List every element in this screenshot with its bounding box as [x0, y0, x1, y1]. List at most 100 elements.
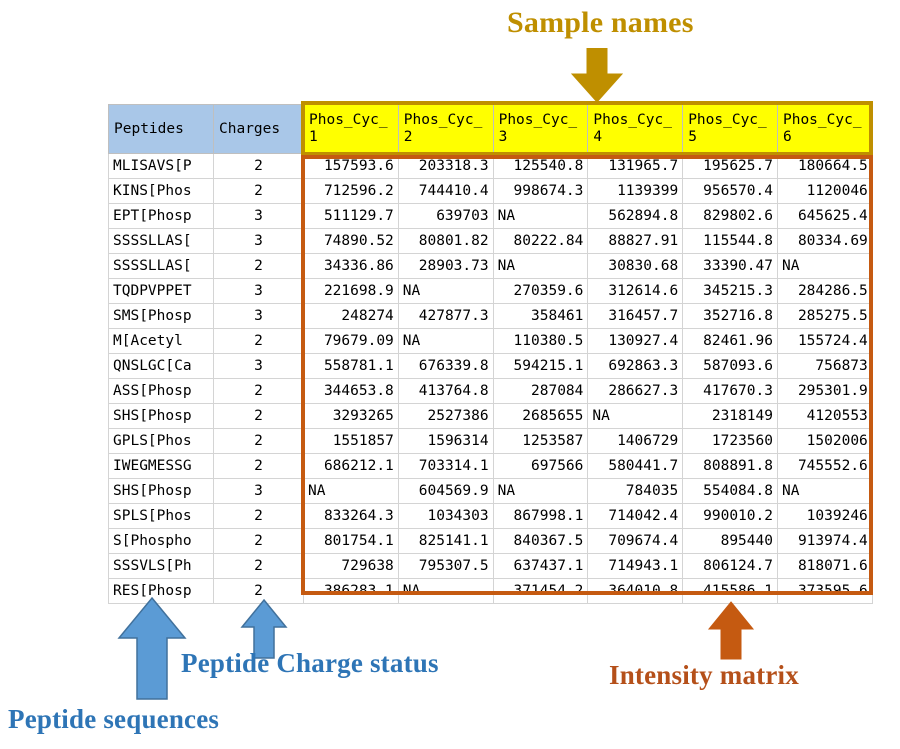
- cell-intensity-phos-cyc-6[interactable]: 80334.69: [776, 228, 873, 254]
- cell-intensity-phos-cyc-4[interactable]: 312614.6: [587, 278, 684, 304]
- cell-intensity-phos-cyc-5[interactable]: 990010.2: [682, 503, 778, 529]
- cell-intensity-phos-cyc-1[interactable]: 3293265: [303, 403, 399, 429]
- cell-peptide[interactable]: EPT[Phosp: [108, 203, 214, 229]
- cell-intensity-phos-cyc-3[interactable]: 358461: [492, 303, 589, 329]
- cell-charge[interactable]: 3: [213, 478, 304, 504]
- cell-intensity-phos-cyc-6[interactable]: 295301.9: [776, 378, 873, 404]
- cell-intensity-phos-cyc-1[interactable]: 686212.1: [303, 453, 399, 479]
- cell-charge[interactable]: 2: [213, 153, 304, 179]
- cell-charge[interactable]: 2: [213, 453, 304, 479]
- cell-intensity-phos-cyc-5[interactable]: 2318149: [682, 403, 778, 429]
- cell-intensity-phos-cyc-1[interactable]: 79679.09: [303, 328, 399, 354]
- cell-charge[interactable]: 2: [213, 253, 304, 279]
- peptide-intensity-table-container[interactable]: Peptides Charges Phos_Cyc_1 Phos_Cyc_2 P…: [108, 104, 873, 604]
- cell-intensity-phos-cyc-6[interactable]: 1039246: [776, 503, 873, 529]
- cell-intensity-phos-cyc-1[interactable]: 801754.1: [303, 528, 399, 554]
- cell-intensity-phos-cyc-5[interactable]: 554084.8: [682, 478, 778, 504]
- cell-intensity-phos-cyc-6[interactable]: 4120553: [776, 403, 873, 429]
- cell-intensity-phos-cyc-6[interactable]: 285275.5: [776, 303, 873, 329]
- cell-intensity-phos-cyc-1[interactable]: 712596.2: [303, 178, 399, 204]
- cell-peptide[interactable]: GPLS[Phos: [108, 428, 214, 454]
- cell-intensity-phos-cyc-2[interactable]: 2527386: [397, 403, 494, 429]
- cell-intensity-phos-cyc-5[interactable]: 806124.7: [682, 553, 778, 579]
- cell-charge[interactable]: 2: [213, 178, 304, 204]
- column-header-phos-cyc-1[interactable]: Phos_Cyc_1: [303, 104, 399, 154]
- cell-intensity-phos-cyc-3[interactable]: 270359.6: [492, 278, 589, 304]
- cell-charge[interactable]: 2: [213, 403, 304, 429]
- cell-intensity-phos-cyc-1[interactable]: 221698.9: [303, 278, 399, 304]
- cell-intensity-phos-cyc-2[interactable]: 1596314: [397, 428, 494, 454]
- cell-intensity-phos-cyc-2[interactable]: 1034303: [397, 503, 494, 529]
- cell-intensity-phos-cyc-5[interactable]: 345215.3: [682, 278, 778, 304]
- cell-intensity-phos-cyc-4[interactable]: 30830.68: [587, 253, 684, 279]
- cell-peptide[interactable]: SPLS[Phos: [108, 503, 214, 529]
- cell-intensity-phos-cyc-4[interactable]: 580441.7: [587, 453, 684, 479]
- cell-intensity-phos-cyc-2[interactable]: 413764.8: [397, 378, 494, 404]
- cell-intensity-phos-cyc-4[interactable]: 1139399: [587, 178, 684, 204]
- cell-intensity-phos-cyc-3[interactable]: NA: [492, 253, 589, 279]
- cell-intensity-phos-cyc-5[interactable]: 1723560: [682, 428, 778, 454]
- cell-intensity-phos-cyc-2[interactable]: 639703: [397, 203, 494, 229]
- cell-intensity-phos-cyc-3[interactable]: 110380.5: [492, 328, 589, 354]
- cell-intensity-phos-cyc-4[interactable]: 286627.3: [587, 378, 684, 404]
- cell-intensity-phos-cyc-2[interactable]: 427877.3: [397, 303, 494, 329]
- cell-peptide[interactable]: IWEGMESSG: [108, 453, 214, 479]
- cell-peptide[interactable]: SHS[Phosp: [108, 478, 214, 504]
- cell-intensity-phos-cyc-5[interactable]: 895440: [682, 528, 778, 554]
- cell-peptide[interactable]: SSSSLLAS[: [108, 253, 214, 279]
- cell-peptide[interactable]: M[Acetyl: [108, 328, 214, 354]
- cell-intensity-phos-cyc-4[interactable]: NA: [587, 403, 684, 429]
- cell-intensity-phos-cyc-3[interactable]: 371454.2: [492, 578, 589, 604]
- cell-intensity-phos-cyc-6[interactable]: NA: [776, 253, 873, 279]
- cell-intensity-phos-cyc-2[interactable]: NA: [397, 278, 494, 304]
- cell-intensity-phos-cyc-1[interactable]: 157593.6: [303, 153, 399, 179]
- cell-charge[interactable]: 3: [213, 228, 304, 254]
- cell-intensity-phos-cyc-2[interactable]: NA: [397, 328, 494, 354]
- cell-intensity-phos-cyc-1[interactable]: 74890.52: [303, 228, 399, 254]
- cell-charge[interactable]: 2: [213, 553, 304, 579]
- cell-intensity-phos-cyc-1[interactable]: 344653.8: [303, 378, 399, 404]
- cell-peptide[interactable]: TQDPVPPET: [108, 278, 214, 304]
- cell-intensity-phos-cyc-4[interactable]: 88827.91: [587, 228, 684, 254]
- cell-intensity-phos-cyc-6[interactable]: 1502006: [776, 428, 873, 454]
- cell-charge[interactable]: 3: [213, 203, 304, 229]
- cell-intensity-phos-cyc-5[interactable]: 82461.96: [682, 328, 778, 354]
- cell-intensity-phos-cyc-2[interactable]: NA: [397, 578, 494, 604]
- cell-intensity-phos-cyc-3[interactable]: NA: [492, 478, 589, 504]
- cell-intensity-phos-cyc-6[interactable]: 1120046: [776, 178, 873, 204]
- cell-intensity-phos-cyc-4[interactable]: 130927.4: [587, 328, 684, 354]
- cell-intensity-phos-cyc-3[interactable]: 594215.1: [492, 353, 589, 379]
- cell-intensity-phos-cyc-3[interactable]: 867998.1: [492, 503, 589, 529]
- cell-charge[interactable]: 2: [213, 328, 304, 354]
- cell-charge[interactable]: 2: [213, 528, 304, 554]
- cell-intensity-phos-cyc-4[interactable]: 709674.4: [587, 528, 684, 554]
- cell-peptide[interactable]: QNSLGC[Ca: [108, 353, 214, 379]
- cell-peptide[interactable]: MLISAVS[P: [108, 153, 214, 179]
- cell-intensity-phos-cyc-6[interactable]: NA: [776, 478, 873, 504]
- cell-intensity-phos-cyc-3[interactable]: 637437.1: [492, 553, 589, 579]
- cell-peptide[interactable]: ASS[Phosp: [108, 378, 214, 404]
- cell-intensity-phos-cyc-2[interactable]: 744410.4: [397, 178, 494, 204]
- cell-intensity-phos-cyc-4[interactable]: 1406729: [587, 428, 684, 454]
- cell-peptide[interactable]: RES[Phosp: [108, 578, 214, 604]
- cell-intensity-phos-cyc-4[interactable]: 714943.1: [587, 553, 684, 579]
- cell-intensity-phos-cyc-2[interactable]: 604569.9: [397, 478, 494, 504]
- cell-intensity-phos-cyc-1[interactable]: 1551857: [303, 428, 399, 454]
- cell-charge[interactable]: 2: [213, 503, 304, 529]
- cell-intensity-phos-cyc-5[interactable]: 956570.4: [682, 178, 778, 204]
- cell-intensity-phos-cyc-6[interactable]: 745552.6: [776, 453, 873, 479]
- cell-intensity-phos-cyc-6[interactable]: 284286.5: [776, 278, 873, 304]
- cell-peptide[interactable]: SMS[Phosp: [108, 303, 214, 329]
- column-header-phos-cyc-2[interactable]: Phos_Cyc_2: [397, 104, 494, 154]
- cell-intensity-phos-cyc-5[interactable]: 415586.1: [682, 578, 778, 604]
- cell-intensity-phos-cyc-5[interactable]: 352716.8: [682, 303, 778, 329]
- column-header-phos-cyc-3[interactable]: Phos_Cyc_3: [492, 104, 589, 154]
- cell-intensity-phos-cyc-5[interactable]: 417670.3: [682, 378, 778, 404]
- cell-intensity-phos-cyc-3[interactable]: 840367.5: [492, 528, 589, 554]
- cell-intensity-phos-cyc-3[interactable]: 125540.8: [492, 153, 589, 179]
- cell-intensity-phos-cyc-3[interactable]: 287084: [492, 378, 589, 404]
- cell-intensity-phos-cyc-3[interactable]: 998674.3: [492, 178, 589, 204]
- cell-intensity-phos-cyc-2[interactable]: 703314.1: [397, 453, 494, 479]
- cell-intensity-phos-cyc-4[interactable]: 562894.8: [587, 203, 684, 229]
- cell-intensity-phos-cyc-1[interactable]: 34336.86: [303, 253, 399, 279]
